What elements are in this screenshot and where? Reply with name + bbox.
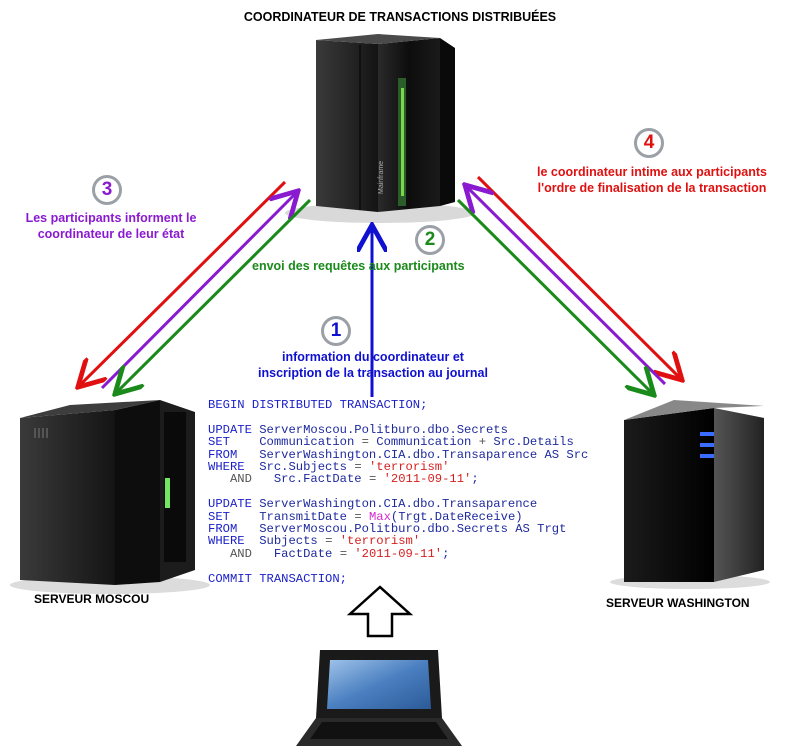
sql-from-kw: FROM <box>208 447 238 462</box>
step-4-description: le coordinateur intime aux participants … <box>508 164 796 196</box>
moscow-server-label: SERVEUR MOSCOU <box>34 592 150 606</box>
laptop-client-icon <box>296 650 462 746</box>
step-4-line-1: le coordinateur intime aux participants <box>537 165 767 179</box>
sql-begin: BEGIN DISTRIBUTED TRANSACTION; <box>208 398 428 412</box>
arrow-green-to-washington <box>456 198 652 393</box>
step-4-badge: 4 <box>634 128 664 158</box>
sql2-and-val: '2011-09-11' <box>354 546 443 561</box>
sql2-from-src: ServerMoscou.Politburo.dbo.Secrets AS Tr… <box>259 522 567 537</box>
arrow-purple-to-coordinator <box>100 193 296 390</box>
sql2-and-col: FactDate <box>273 546 333 561</box>
sql2-set-kw: SET <box>208 509 230 524</box>
step-2-description: envoi des requêtes aux participants <box>252 259 465 273</box>
sql2-set-fn: Max <box>368 509 391 524</box>
sql2-update-kw: UPDATE <box>208 497 252 512</box>
sql-and-kw: AND <box>229 472 252 487</box>
sql-update-kw: UPDATE <box>208 422 252 437</box>
sql2-and-kw: AND <box>229 546 252 561</box>
sql2-where-col: Subjects <box>259 534 318 549</box>
step-1-description: information du coordinateur et inscripti… <box>222 349 524 381</box>
step-3-line-2: coordinateur de leur état <box>37 227 185 241</box>
sql-and-col: Src.FactDate <box>273 472 362 487</box>
sql-set-kw: SET <box>208 435 230 450</box>
mainframe-server-icon: Mainframe <box>285 34 475 223</box>
diagram-title: COORDINATEUR DE TRANSACTIONS DISTRIBUÉES <box>243 10 557 24</box>
sql-commit: COMMIT TRANSACTION; <box>208 571 347 586</box>
mainframe-brand-text: Mainframe <box>378 161 385 194</box>
sql-where-col: Src.Subjects <box>259 460 347 475</box>
sql2-where-val: 'terrorism' <box>339 534 421 549</box>
client-to-sql-arrow <box>346 585 414 638</box>
sql2-update-target: ServerWashington.CIA.dbo.Transaparence <box>259 497 538 512</box>
sql-set-expr: Communication <box>376 435 472 450</box>
sql-where-kw: WHERE <box>208 460 245 475</box>
sql2-where-kw: WHERE <box>208 534 245 549</box>
step-2-badge: 2 <box>415 225 445 255</box>
moscow-server-icon <box>10 400 210 594</box>
step-3-badge: 3 <box>92 175 122 205</box>
sql-code-block: BEGIN DISTRIBUTED TRANSACTION; UPDATE Se… <box>208 398 589 586</box>
sql-update-target: ServerMoscou.Politburo.dbo.Secrets <box>259 422 508 437</box>
sql2-set-col: TransmitDate <box>259 509 347 524</box>
arrow-red-to-washington <box>476 175 680 378</box>
arrow-green-to-moscow <box>117 198 312 392</box>
arrow-purple-to-coordinator-right <box>467 187 667 386</box>
sql2-set-arg: (Trgt.DateReceive) <box>390 509 523 524</box>
sql-set-plus: + <box>478 435 487 450</box>
sql-set-col: Communication <box>259 435 355 450</box>
step-1-line-1: information du coordinateur et <box>282 350 464 364</box>
sql-set-src: Src.Details <box>493 435 574 450</box>
sql-and-val: '2011-09-11' <box>383 472 472 487</box>
step-1-badge: 1 <box>321 316 351 346</box>
arrow-red-to-moscow <box>80 180 287 385</box>
washington-server-label: SERVEUR WASHINGTON <box>606 596 750 610</box>
step-3-description: Les participants informent le coordinate… <box>6 210 216 242</box>
step-1-line-2: inscription de la transaction au journal <box>258 366 488 380</box>
washington-server-icon <box>610 400 770 589</box>
sql-from-src: ServerWashington.CIA.dbo.Transaparence A… <box>259 447 589 462</box>
step-3-line-1: Les participants informent le <box>25 211 197 225</box>
step-4-line-2: l'ordre de finalisation de la transactio… <box>537 181 767 195</box>
sql-where-val: 'terrorism' <box>368 460 450 475</box>
sql2-from-kw: FROM <box>208 522 238 537</box>
